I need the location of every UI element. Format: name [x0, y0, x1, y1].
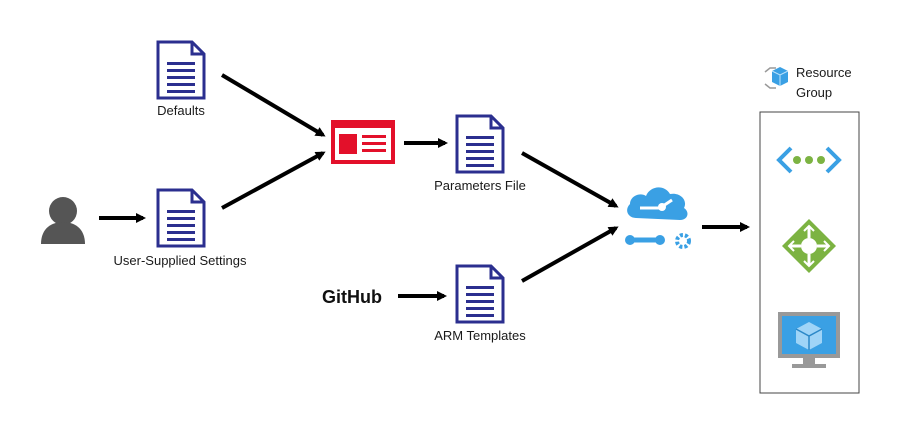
resource-group-label-line1: Resource — [796, 65, 852, 80]
load-balancer-icon — [782, 219, 836, 273]
arrows — [99, 73, 750, 301]
arm-templates-label: ARM Templates — [434, 328, 526, 343]
resource-group-label: Resource Group — [796, 63, 852, 103]
resource-group-label-line2: Group — [796, 85, 833, 100]
arrow-parameters-to-deploy — [521, 151, 619, 208]
form-icon — [331, 120, 395, 164]
parameters-file-label: Parameters File — [434, 178, 526, 193]
user-settings-document-icon — [156, 188, 206, 248]
arrow-defaults-to-form — [220, 73, 326, 137]
arrow-settings-to-form — [221, 151, 326, 210]
defaults-label: Defaults — [157, 103, 205, 118]
parameters-file-document-icon — [455, 114, 505, 174]
resource-group-icon — [764, 67, 789, 89]
user-settings-label: User-Supplied Settings — [113, 253, 247, 268]
user-icon — [41, 197, 85, 244]
virtual-network-icon — [776, 146, 842, 174]
defaults-document-icon — [156, 40, 206, 100]
virtual-machine-icon — [778, 312, 840, 368]
azure-deployment-icon — [625, 187, 691, 249]
arm-templates-document-icon — [455, 264, 505, 324]
github-wordmark: GitHub — [322, 287, 382, 307]
arrow-arm-to-deploy — [521, 226, 619, 283]
